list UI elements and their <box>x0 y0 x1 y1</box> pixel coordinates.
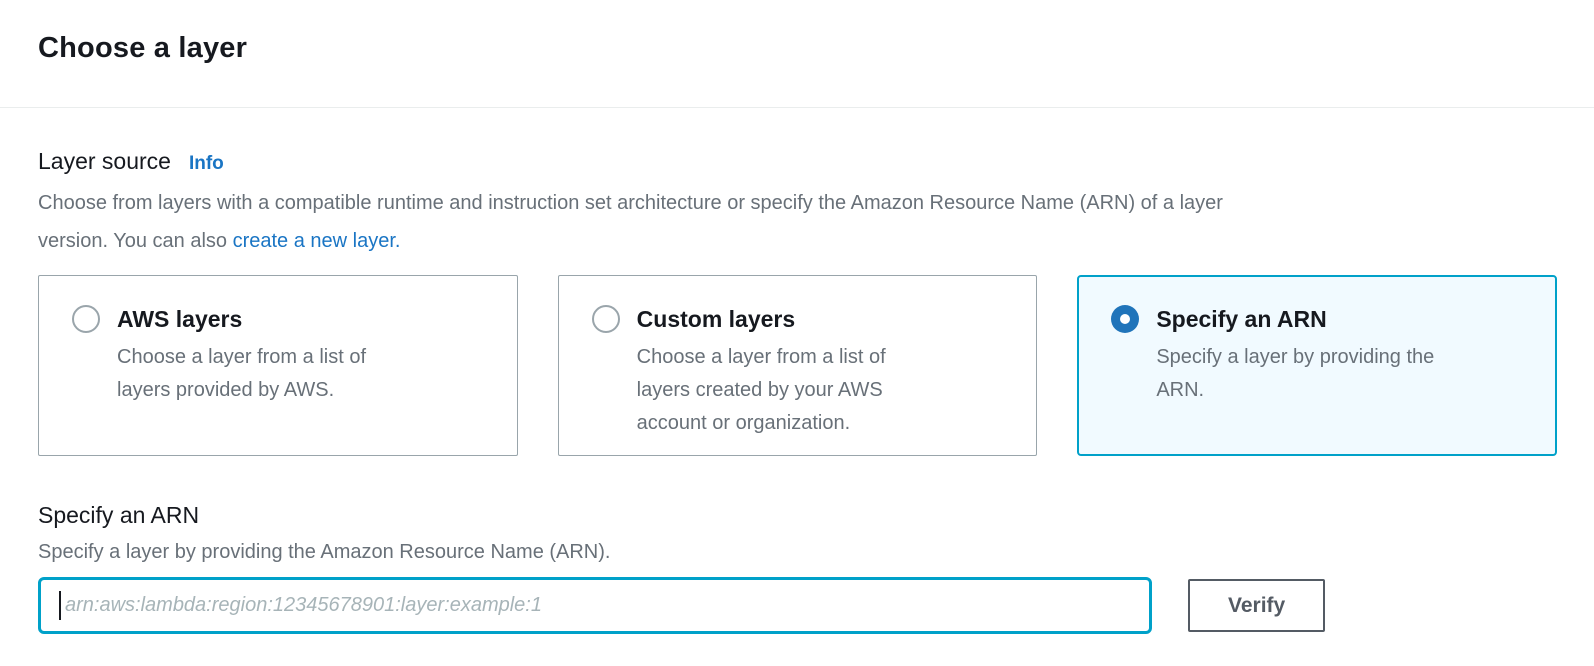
tile-title: Custom layers <box>636 305 796 332</box>
tile-custom-layers-head: Custom layers <box>591 305 1015 333</box>
layer-source-label-row: Layer source Info <box>38 148 1557 175</box>
arn-input[interactable] <box>38 577 1152 634</box>
text-cursor <box>59 591 61 620</box>
layer-source-description: Choose from layers with a compatible run… <box>38 184 1557 260</box>
layer-source-description-line2: version. You can also create a new layer… <box>38 222 1557 260</box>
tile-aws-layers-head: AWS layers <box>72 305 495 333</box>
specify-arn-description: Specify a layer by providing the Amazon … <box>38 541 611 563</box>
radio-dot <box>1120 314 1131 324</box>
layer-source-description-line2-prefix: version. You can also <box>38 230 233 252</box>
radio-button-specify-an-arn-selected[interactable] <box>1111 305 1140 333</box>
specify-arn-title: Specify an ARN <box>38 502 200 528</box>
tile-title: Specify an ARN <box>1156 305 1327 332</box>
page-title: Choose a layer <box>38 32 248 64</box>
radio-button-aws-layers[interactable] <box>72 305 100 333</box>
create-new-layer-link[interactable]: create a new layer. <box>232 230 401 252</box>
layer-source-tiles: AWS layers Choose a layer from a list of… <box>38 275 1557 456</box>
layer-source-description-line1: Choose from layers with a compatible run… <box>38 192 1223 214</box>
tile-description: Specify a layer by providing the ARN. <box>1156 346 1435 401</box>
tile-description: Choose a layer from a list of layers pro… <box>117 346 366 401</box>
tile-custom-layers[interactable]: Custom layers Choose a layer from a list… <box>557 275 1038 456</box>
tile-specify-an-arn-head: Specify an ARN <box>1111 305 1534 333</box>
specify-arn-section: Specify an ARN Specify a layer by provid… <box>38 502 1557 634</box>
arn-input-wrap <box>38 577 1152 634</box>
tile-aws-layers[interactable]: AWS layers Choose a layer from a list of… <box>38 275 518 456</box>
tile-specify-an-arn[interactable]: Specify an ARN Specify a layer by provid… <box>1077 275 1557 456</box>
info-link[interactable]: Info <box>188 153 224 174</box>
verify-button[interactable]: Verify <box>1188 579 1326 632</box>
panel-content: Layer source Info Choose from layers wit… <box>0 108 1594 634</box>
tile-title: AWS layers <box>117 305 243 332</box>
radio-button-custom-layers[interactable] <box>591 305 620 333</box>
tile-description: Choose a layer from a list of layers cre… <box>636 346 886 434</box>
layer-source-label: Layer source <box>38 148 171 174</box>
panel-header: Choose a layer <box>0 0 1594 108</box>
specify-arn-input-row: Verify <box>38 577 1557 634</box>
